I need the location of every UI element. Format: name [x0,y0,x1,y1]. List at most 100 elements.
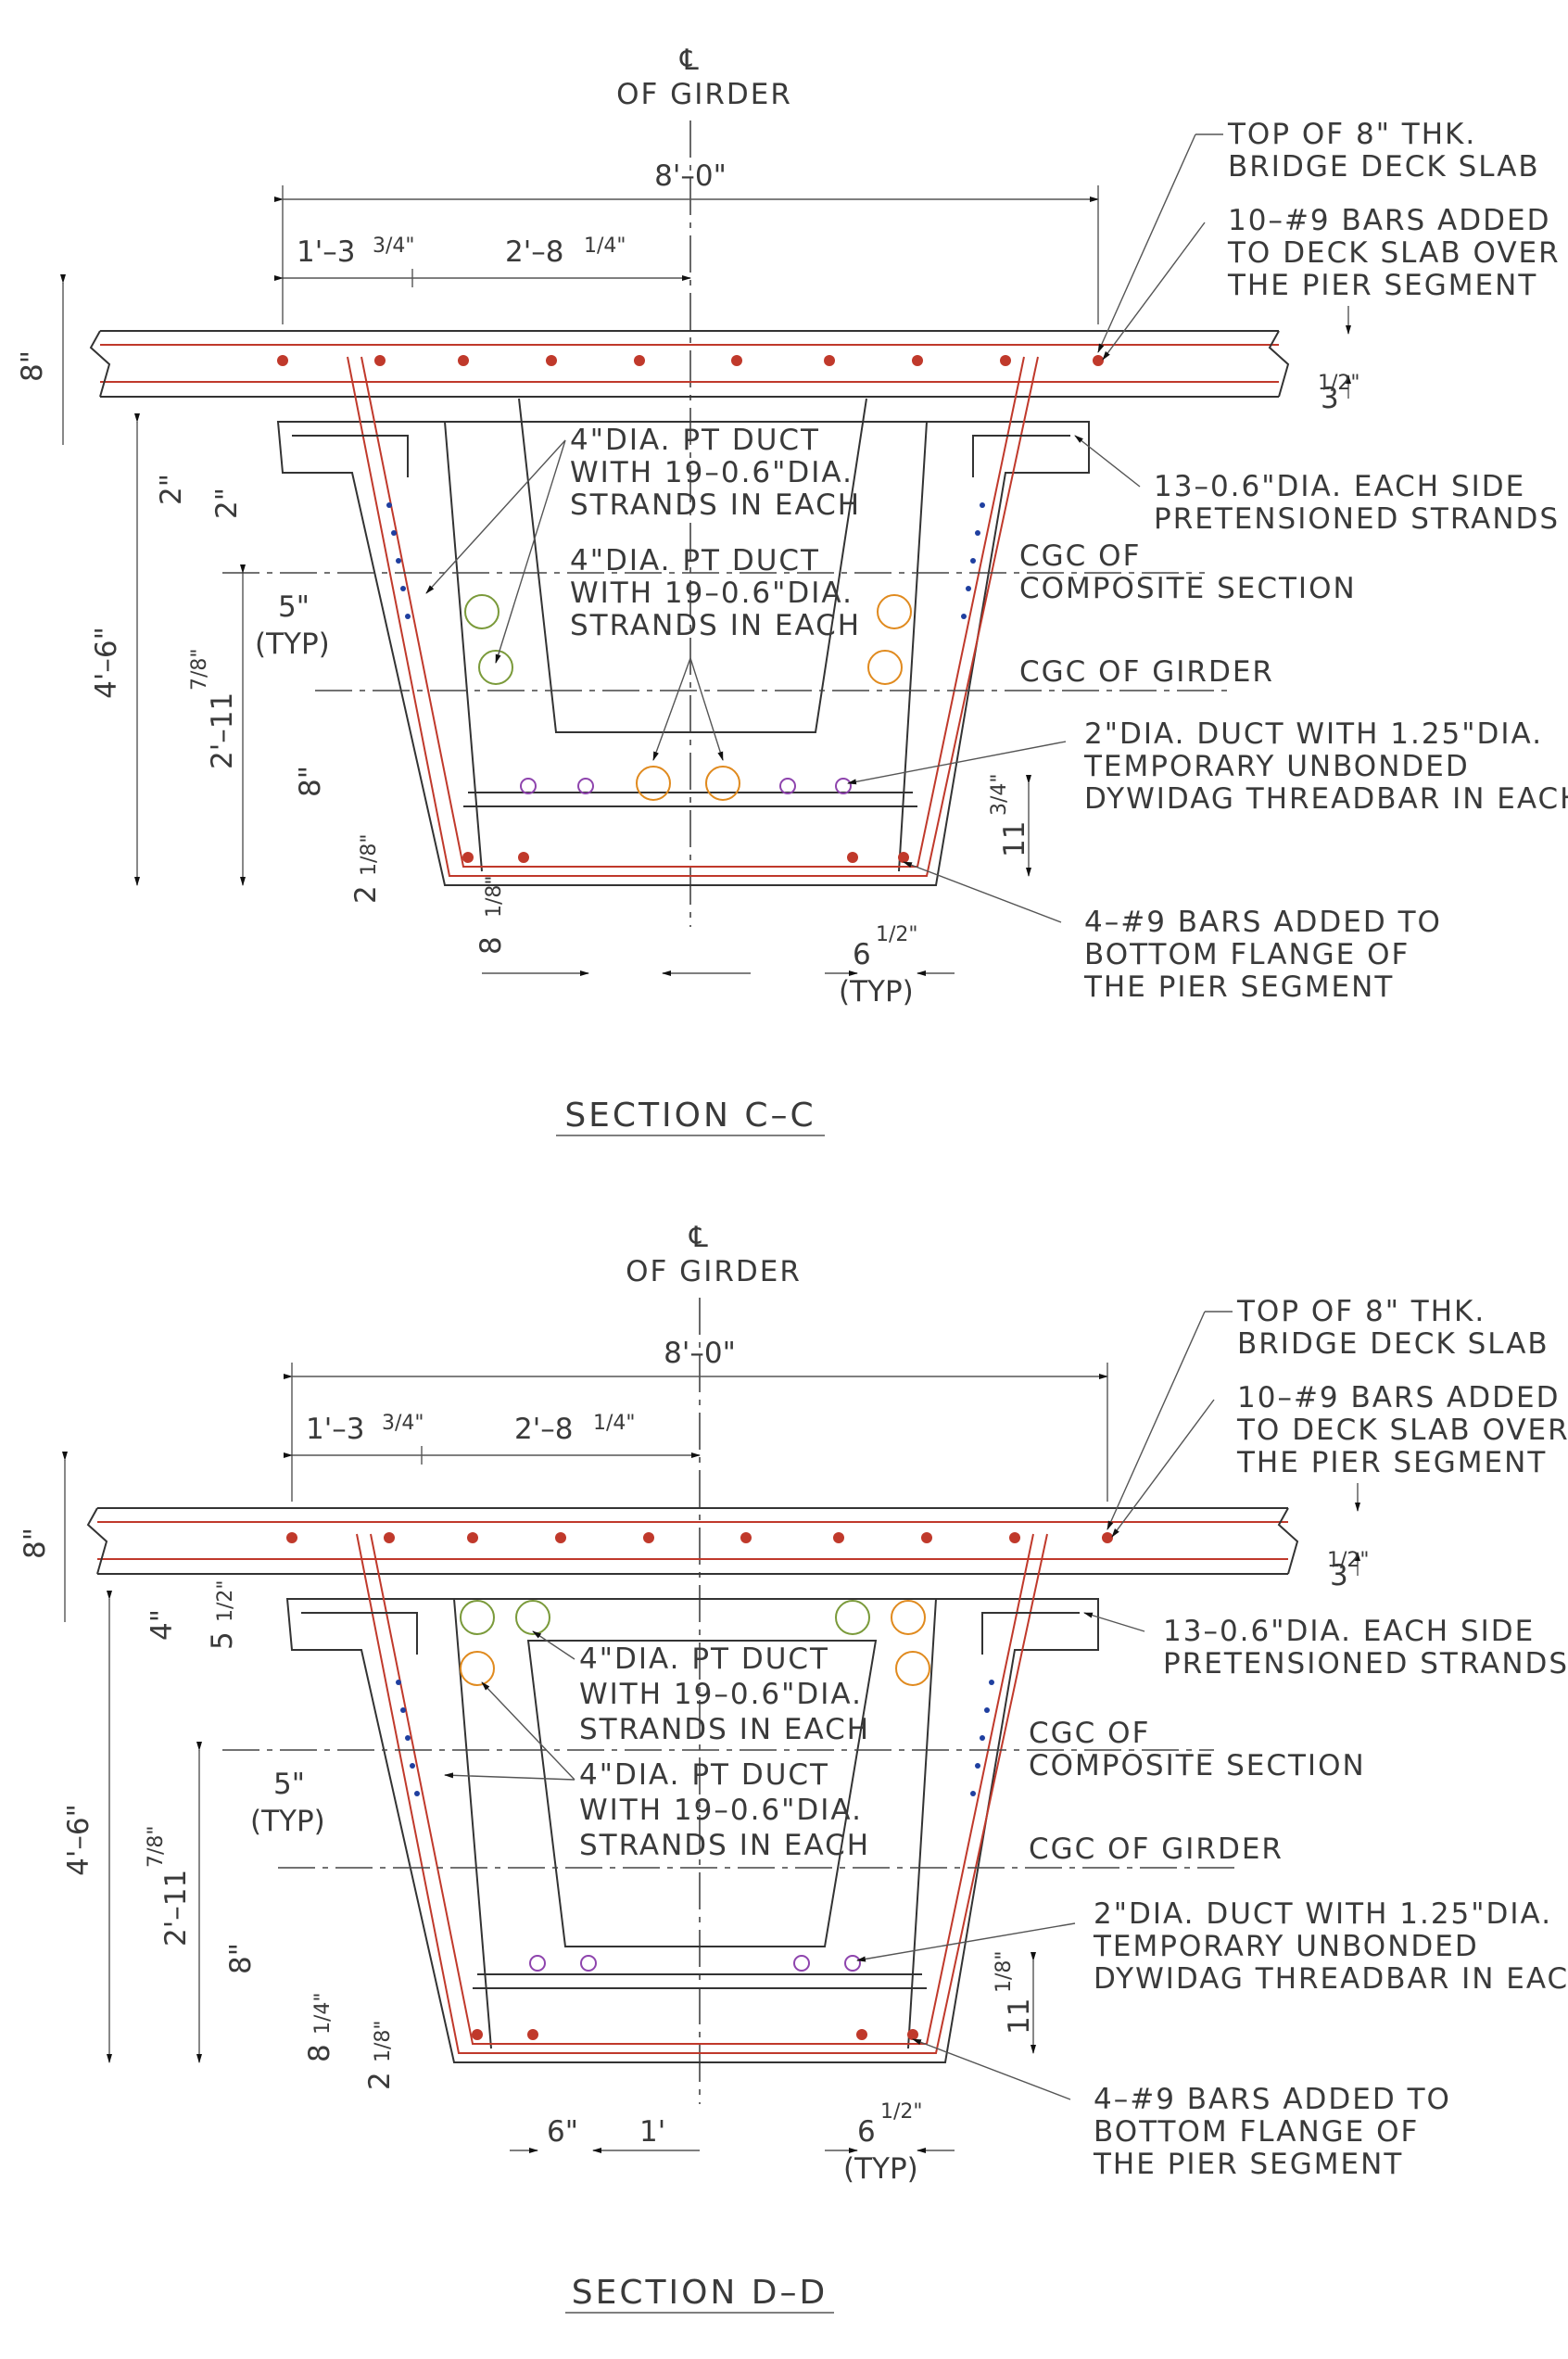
svg-text:STRANDS IN EACH: STRANDS IN EACH [579,1713,870,1746]
pt-ducts [460,1600,930,1686]
pretensioned-strands [396,1680,994,1796]
dim-web-thk: 5" [278,590,310,624]
dim-slab-thk: 8" [19,1528,52,1559]
pretensioned-strands [386,502,985,619]
note-pt-duct-2: 4"DIA. PT DUCT WITH 19–0.6"DIA. STRANDS … [570,544,861,761]
svg-text:2"DIA. DUCT WITH 1.25"DIA.: 2"DIA. DUCT WITH 1.25"DIA. [1094,1897,1552,1931]
dim-cgc-depth: 2'–11 [159,1870,193,1947]
dim-duct-height: 11 [1003,1998,1036,2035]
svg-text:4"DIA. PT DUCT: 4"DIA. PT DUCT [570,424,820,457]
threadbar-ducts [520,778,852,794]
centerline-label: OF GIRDER [616,78,792,111]
note-strands: 13–0.6"DIA. EACH SIDE PRETENSIONED STRAN… [1074,435,1558,536]
centerline-label: OF GIRDER [626,1255,802,1288]
section-title: SECTION D–D [572,2274,828,2312]
dim-left-offset-frac: 3/4" [373,235,415,258]
dim-bottom-right-note: (TYP) [843,2152,918,2186]
svg-text:STRANDS IN EACH: STRANDS IN EACH [570,609,861,642]
dim-bottom-flange: 8" [224,1943,258,1974]
dim-slab-cover-frac: 1/2" [1327,1549,1370,1572]
svg-text:4–#9 BARS ADDED TO: 4–#9 BARS ADDED TO [1084,906,1442,939]
dim-flange-b: 2" [210,488,244,519]
section-c-c: ℄ OF GIRDER [16,44,1568,1136]
svg-text:10–#9 BARS ADDED: 10–#9 BARS ADDED [1228,204,1550,237]
note-bottom-bars: 4–#9 BARS ADDED TO BOTTOM FLANGE OF THE … [903,861,1442,1004]
dim-bottom-left-a: 6" [547,2115,578,2149]
dim-bottom-right: 6 [853,938,871,971]
svg-text:STRANDS IN EACH: STRANDS IN EACH [570,488,861,522]
dim-bottom-right-frac: 1/2" [880,2100,923,2124]
dim-left-offset: 1'–3 [306,1413,364,1446]
dim-duct-height-frac: 3/4" [988,773,1011,816]
svg-text:STRANDS IN EACH: STRANDS IN EACH [579,1829,870,1862]
dim-left-offset: 1'–3 [297,235,355,269]
dim-left-offset-frac: 3/4" [382,1412,424,1435]
note-cgc-girder: CGC OF GIRDER [1029,1833,1283,1866]
dim-slab-thk: 8" [16,350,49,382]
centerline-symbol: ℄ [689,1221,710,1254]
dim-half-width-frac: 1/4" [593,1412,636,1435]
dim-flange-a: 4" [145,1609,179,1641]
deck-slab [89,330,1290,398]
dim-flange-a: 2" [155,474,188,505]
centerline-symbol: ℄ [679,44,701,77]
note-cgc-girder: CGC OF GIRDER [1019,655,1274,689]
svg-text:4"DIA. PT DUCT: 4"DIA. PT DUCT [579,1642,829,1676]
svg-text:10–#9 BARS ADDED: 10–#9 BARS ADDED [1237,1381,1560,1414]
dim-bottom-cover: 2 [349,885,383,904]
note-deck-bars: 10–#9 BARS ADDED TO DECK SLAB OVER THE P… [1111,1381,1568,1538]
svg-text:TOP OF 8" THK.: TOP OF 8" THK. [1236,1295,1486,1328]
dim-cgc-depth-frac: 7/8" [188,648,211,691]
dim-half-width: 2'–8 [514,1413,573,1446]
u-girder [285,1533,1099,2063]
note-pt-duct-1: 4"DIA. PT DUCT WITH 19–0.6"DIA. STRANDS … [532,1630,870,1746]
svg-text:TO DECK SLAB OVER: TO DECK SLAB OVER [1236,1414,1568,1447]
svg-text:TOP OF 8" THK.: TOP OF 8" THK. [1227,118,1476,151]
dim-half-width: 2'–8 [505,235,563,269]
svg-text:WITH 19–0.6"DIA.: WITH 19–0.6"DIA. [579,1794,863,1827]
dim-bottom-left-frac: 1/8" [483,875,506,918]
pt-ducts [464,594,912,801]
svg-text:CGC OF: CGC OF [1019,539,1141,573]
dim-bottom-flange-b-frac: 1/4" [311,1992,335,2035]
svg-text:DYWIDAG THREADBAR IN EACH: DYWIDAG THREADBAR IN EACH [1084,782,1568,816]
dim-cgc-depth: 2'–11 [206,692,239,769]
dim-flange-b-frac: 1/2" [214,1579,237,1622]
svg-text:13–0.6"DIA. EACH SIDE: 13–0.6"DIA. EACH SIDE [1154,470,1525,503]
svg-text:DYWIDAG THREADBAR IN EACH: DYWIDAG THREADBAR IN EACH [1094,1962,1568,1996]
svg-text:4"DIA. PT DUCT: 4"DIA. PT DUCT [579,1758,829,1792]
dim-bottom-right-frac: 1/2" [876,923,918,946]
svg-text:CGC OF GIRDER: CGC OF GIRDER [1029,1833,1283,1866]
bottom-rebars [472,2029,918,2040]
note-bottom-bars: 4–#9 BARS ADDED TO BOTTOM FLANGE OF THE … [912,2038,1451,2181]
deck-rebars [277,355,1104,366]
dim-overall-width: 8'–0" [664,1337,736,1370]
dim-bottom-left-b: 1' [639,2115,665,2149]
dim-bottom-right-note: (TYP) [839,975,914,1008]
deck-slab [86,1507,1299,1575]
dim-web-thk: 5" [273,1768,305,1801]
dim-bottom-cover: 2 [363,2072,397,2090]
note-top-slab: TOP OF 8" THK. BRIDGE DECK SLAB [1097,118,1540,353]
deck-rebars [286,1532,1113,1543]
dim-bottom-flange: 8" [294,766,327,797]
dim-girder-depth: 4'–6" [62,1804,95,1876]
section-d-d: ℄ OF GIRDER [19,1221,1568,2314]
svg-text:COMPOSITE SECTION: COMPOSITE SECTION [1029,1749,1366,1782]
svg-text:BRIDGE DECK SLAB: BRIDGE DECK SLAB [1228,150,1540,184]
note-threadbar: 2"DIA. DUCT WITH 1.25"DIA. TEMPORARY UNB… [856,1897,1568,1996]
svg-text:4–#9 BARS ADDED TO: 4–#9 BARS ADDED TO [1094,2083,1451,2116]
section-title: SECTION C–C [564,1097,816,1135]
svg-text:CGC OF GIRDER: CGC OF GIRDER [1019,655,1274,689]
svg-text:WITH 19–0.6"DIA.: WITH 19–0.6"DIA. [570,456,854,489]
dim-bottom-flange-b: 8 [303,2044,336,2062]
note-top-slab: TOP OF 8" THK. BRIDGE DECK SLAB [1106,1295,1548,1530]
dim-web-thk-note: (TYP) [255,628,330,661]
dim-bottom-right: 6 [857,2115,876,2149]
u-girder [276,356,1090,886]
dim-slab-cover: 3 [1321,382,1339,415]
dim-cgc-depth-frac: 7/8" [145,1825,168,1868]
dim-flange-b: 5 [206,1631,239,1650]
svg-text:COMPOSITE SECTION: COMPOSITE SECTION [1019,572,1357,605]
